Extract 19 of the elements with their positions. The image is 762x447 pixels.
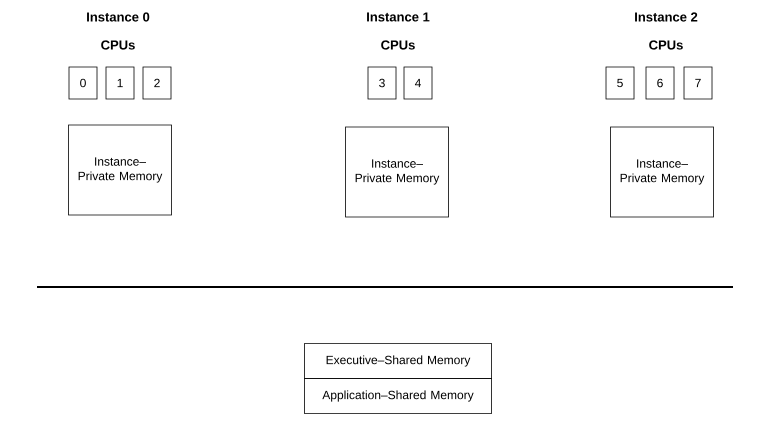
cpu-box: 5 [606,66,634,100]
cpu-box: 4 [404,66,432,100]
memory-box: Instance–Private Memory [345,126,449,218]
instance-heading: Instance 0 [87,12,150,22]
cpu-box: 7 [684,66,712,100]
cpu-box: 3 [368,66,396,100]
memory-box: Instance–Private Memory [68,124,172,216]
memory-box: Instance–Private Memory [610,126,714,218]
cpus-heading: CPUs [381,40,415,50]
memory-region-box: Application–Shared Memory [304,378,492,414]
cpus-heading: CPUs [101,40,135,50]
memory-region-box: Executive–Shared Memory [304,343,492,379]
instance-heading: Instance 1 [367,12,430,22]
cpu-box: 0 [68,66,98,100]
cpus-heading: CPUs [649,40,683,50]
cpu-box: 2 [142,66,172,100]
cpu-box: 1 [106,66,134,100]
cpu-box: 6 [646,66,674,100]
instance-heading: Instance 2 [635,12,698,22]
